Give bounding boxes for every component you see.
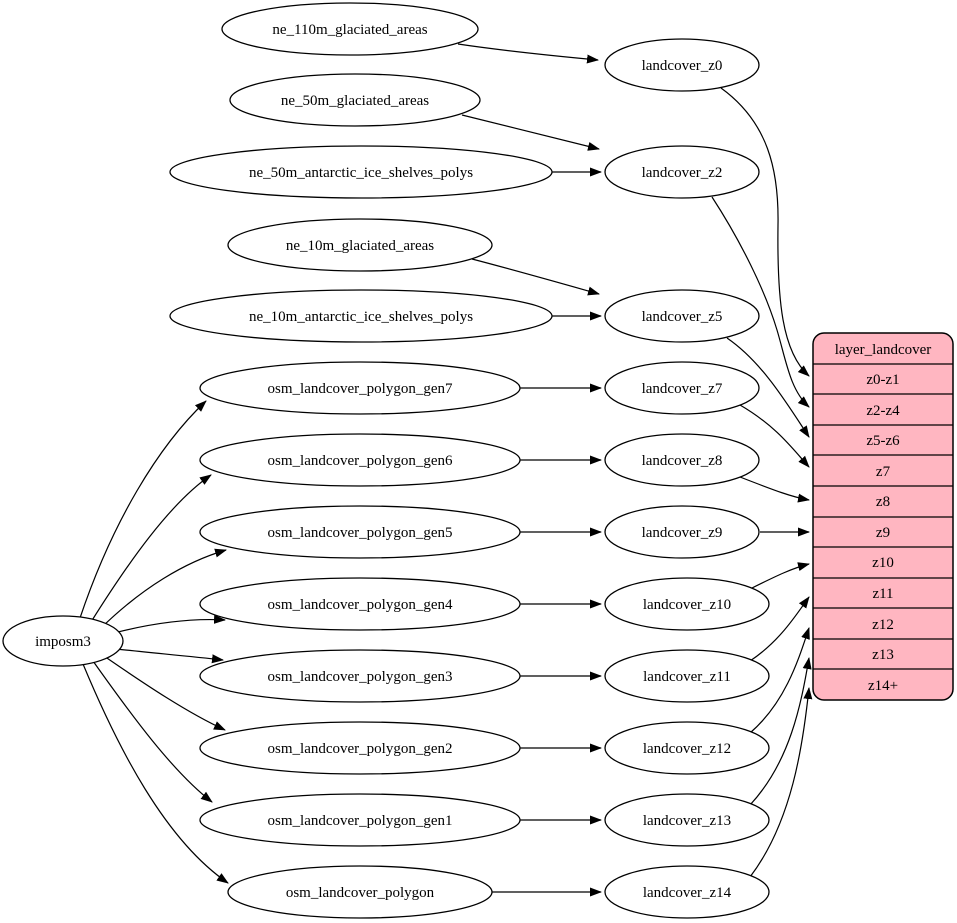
node-label: osm_landcover_polygon_gen4: [268, 597, 453, 613]
table-row-z13: z13: [872, 647, 894, 663]
node-landcover-z9: landcover_z9: [604, 505, 760, 559]
node-landcover-z8: landcover_z8: [604, 433, 760, 487]
edge-landcover-z8-to-row-z8: [739, 476, 810, 503]
table-row-z12: z12: [872, 617, 894, 633]
node-osm-landcover-polygon-gen5: osm_landcover_polygon_gen5: [199, 505, 521, 559]
node-label: osm_landcover_polygon: [286, 885, 435, 901]
node-label: osm_landcover_polygon_gen2: [268, 741, 453, 757]
table-row-z14plus: z14+: [868, 678, 898, 694]
table-header: layer_landcover: [835, 342, 932, 358]
node-landcover-z0: landcover_z0: [604, 38, 760, 92]
node-ne-50m-glaciated-areas: ne_50m_glaciated_areas: [229, 73, 481, 127]
node-label: landcover_z14: [643, 885, 732, 901]
edge-imposm3-to-osm-landcover-polygon-gen5: [100, 548, 227, 629]
table-row-z8: z8: [876, 494, 890, 510]
node-ne-10m-glaciated-areas: ne_10m_glaciated_areas: [227, 218, 493, 272]
edge-layer: [79, 43, 813, 897]
node-label: landcover_z12: [643, 741, 731, 757]
node-landcover-z11: landcover_z11: [604, 649, 770, 703]
node-label: osm_landcover_polygon_gen6: [268, 453, 453, 469]
edge-ne-10m-glaciated-areas-to-landcover-z5: [471, 258, 600, 296]
node-osm-landcover-polygon: osm_landcover_polygon: [227, 865, 493, 919]
node-osm-landcover-polygon-gen6: osm_landcover_polygon_gen6: [199, 433, 521, 487]
node-landcover-z14: landcover_z14: [604, 865, 770, 919]
node-landcover-z13: landcover_z13: [604, 793, 770, 847]
node-label: landcover_z5: [642, 309, 723, 325]
node-label: osm_landcover_polygon_gen1: [268, 813, 453, 829]
node-label: landcover_z13: [643, 813, 731, 829]
node-label: osm_landcover_polygon_gen5: [268, 525, 453, 541]
node-label: landcover_z10: [643, 597, 731, 613]
node-ne-110m-glaciated-areas: ne_110m_glaciated_areas: [221, 2, 479, 56]
node-ne-10m-antarctic-ice-shelves-polys: ne_10m_antarctic_ice_shelves_polys: [169, 289, 553, 343]
table-row-z7: z7: [876, 464, 891, 480]
edge-landcover-z13-to-row-z13: [749, 657, 812, 806]
node-label: ne_50m_antarctic_ice_shelves_polys: [249, 165, 473, 181]
node-label: landcover_z8: [642, 453, 723, 469]
node-label: ne_10m_glaciated_areas: [286, 238, 434, 254]
edge-imposm3-to-osm-landcover-polygon-gen2: [103, 655, 226, 731]
node-label: landcover_z2: [642, 165, 723, 181]
node-landcover-z5: landcover_z5: [604, 289, 760, 343]
node-label: landcover_z0: [642, 58, 723, 74]
table-row-z5-z6: z5-z6: [866, 433, 900, 449]
edge-landcover-z2-to-row-z2-z4: [711, 196, 810, 408]
edge-imposm3-to-osm-landcover-polygon-gen6: [90, 474, 212, 623]
node-label: ne_50m_glaciated_areas: [281, 93, 429, 109]
edge-landcover-z12-to-row-z12: [749, 627, 810, 734]
edge-landcover-z14-to-row-z14plus: [749, 687, 813, 878]
edge-imposm3-to-osm-landcover-polygon: [82, 663, 229, 884]
node-imposm3: imposm3: [2, 615, 124, 667]
node-label: ne_10m_antarctic_ice_shelves_polys: [249, 309, 473, 325]
node-landcover-z2: landcover_z2: [604, 145, 760, 199]
edge-imposm3-to-osm-landcover-polygon-gen1: [92, 660, 213, 803]
node-label: landcover_z9: [642, 525, 723, 541]
edge-imposm3-to-osm-landcover-polygon-gen3: [115, 648, 224, 664]
node-landcover-z12: landcover_z12: [604, 721, 770, 775]
edge-imposm3-to-osm-landcover-polygon-gen4: [113, 614, 226, 634]
node-label: ne_110m_glaciated_areas: [272, 22, 427, 38]
node-ne-50m-antarctic-ice-shelves-polys: ne_50m_antarctic_ice_shelves_polys: [169, 145, 553, 199]
node-osm-landcover-polygon-gen7: osm_landcover_polygon_gen7: [199, 361, 521, 415]
table-row-z10: z10: [872, 555, 894, 571]
table-layer-landcover: layer_landcover z0-z1 z2-z4 z5-z6 z7 z8 …: [812, 332, 954, 701]
edge-landcover-z5-to-row-z5-z6: [726, 337, 810, 438]
edge-ne-50m-glaciated-areas-to-landcover-z2: [461, 114, 600, 151]
node-osm-landcover-polygon-gen3: osm_landcover_polygon_gen3: [199, 649, 521, 703]
edge-landcover-z10-to-row-z10: [749, 562, 810, 590]
edge-landcover-z11-to-row-z11: [749, 596, 810, 662]
node-label: osm_landcover_polygon_gen7: [268, 381, 453, 397]
edge-landcover-z0-to-row-z0-z1: [720, 87, 810, 377]
node-label: landcover_z11: [643, 669, 731, 685]
node-osm-landcover-polygon-gen1: osm_landcover_polygon_gen1: [199, 793, 521, 847]
node-landcover-z7: landcover_z7: [604, 361, 760, 415]
node-label: osm_landcover_polygon_gen3: [268, 669, 453, 685]
edge-landcover-z7-to-row-z7: [739, 404, 810, 468]
edge-imposm3-to-osm-landcover-polygon-gen7: [79, 400, 207, 619]
node-osm-landcover-polygon-gen4: osm_landcover_polygon_gen4: [199, 577, 521, 631]
table-row-z2-z4: z2-z4: [866, 403, 900, 419]
table-row-z0-z1: z0-z1: [866, 372, 899, 388]
node-landcover-z10: landcover_z10: [604, 577, 770, 631]
node-label: imposm3: [35, 634, 91, 650]
node-osm-landcover-polygon-gen2: osm_landcover_polygon_gen2: [199, 721, 521, 775]
table-row-z11: z11: [872, 586, 893, 602]
edge-ne-110m-glaciated-areas-to-landcover-z0: [457, 43, 599, 64]
table-row-z9: z9: [876, 525, 890, 541]
node-label: landcover_z7: [642, 381, 723, 397]
